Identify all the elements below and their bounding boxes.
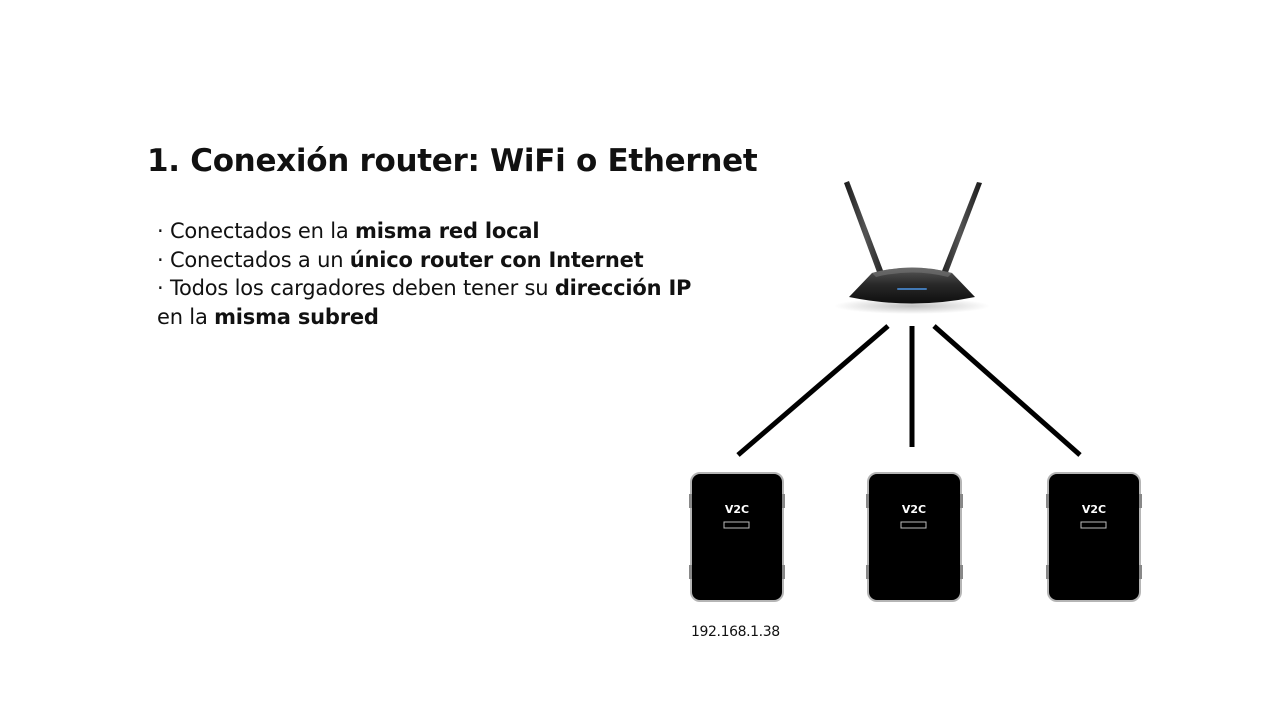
bullet-emphasis: misma red local	[355, 219, 540, 243]
ev-charger-icon: V2C	[1046, 472, 1142, 602]
charger-ip-label: 192.168.1.38	[691, 624, 780, 640]
wifi-router-icon	[834, 181, 990, 314]
bullet-emphasis: misma subred	[214, 304, 379, 329]
bullet-text: · Conectados en la	[157, 219, 356, 243]
bullet-emphasis: único router con Internet	[349, 247, 644, 272]
bullet-item: · Conectados a un único router con Inter…	[157, 246, 691, 275]
connection-line-right	[932, 324, 1082, 457]
bullet-emphasis: dirección IP	[554, 276, 692, 300]
bullet-list: · Conectados en la misma red local · Con…	[157, 217, 691, 331]
bullet-item: · Conectados en la misma red local	[157, 217, 691, 246]
charger-brand-label: V2C	[1082, 503, 1106, 516]
ev-charger-icon: V2C	[689, 472, 785, 602]
bullet-continuation: en la misma subred	[157, 303, 691, 332]
bullet-text: · Todos los cargadores deben tener su	[157, 276, 555, 300]
charger-brand-label: V2C	[725, 503, 749, 516]
slide-title: 1. Conexión router: WiFi o Ethernet	[147, 143, 758, 179]
bullet-item: · Todos los cargadores deben tener su di…	[157, 274, 691, 303]
ev-charger-icon: V2C	[866, 472, 963, 602]
bullet-text: · Conectados a un	[157, 247, 350, 272]
charger-brand-label: V2C	[902, 503, 926, 516]
connection-line-left	[736, 324, 890, 457]
bullet-text: en la	[157, 304, 215, 329]
